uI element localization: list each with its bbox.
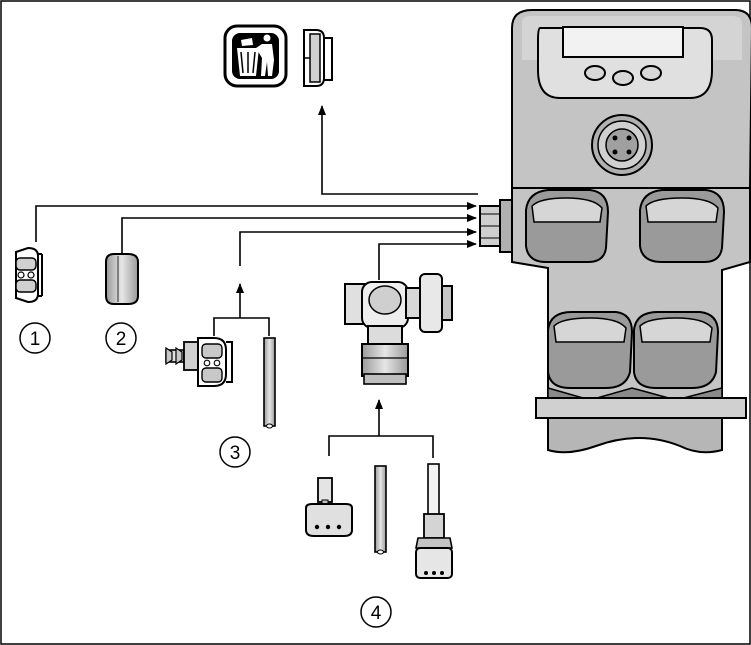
display-window bbox=[562, 26, 684, 58]
line-part-1 bbox=[35, 202, 477, 242]
part-4-screw-adapter bbox=[305, 477, 353, 537]
removed-cap-part bbox=[303, 29, 333, 87]
callout-3-label: 3 bbox=[230, 443, 241, 464]
trash-bin-disposal-icon bbox=[223, 24, 288, 88]
callout-2-label: 2 bbox=[116, 329, 127, 350]
button-left bbox=[584, 65, 606, 81]
cable-gland-lower-right bbox=[633, 311, 720, 389]
cable-gland-lower-left bbox=[547, 311, 634, 389]
line-part-2 bbox=[121, 214, 477, 254]
line-part-4 bbox=[378, 240, 477, 280]
bracket-group-4 bbox=[328, 435, 434, 458]
callout-1-label: 1 bbox=[30, 329, 41, 350]
pressure-sensor-device bbox=[479, 9, 751, 454]
part-4-rod bbox=[374, 465, 387, 555]
part-2-blind-cap bbox=[105, 253, 139, 305]
line-part-3 bbox=[239, 228, 477, 266]
callout-1: 1 bbox=[19, 322, 51, 354]
flange bbox=[535, 397, 747, 419]
callout-2: 2 bbox=[105, 322, 137, 354]
part-4-tee-adapter bbox=[344, 273, 453, 385]
button-right bbox=[640, 65, 662, 81]
cable-gland-upper-right bbox=[639, 189, 726, 263]
part-3-rod bbox=[263, 337, 276, 429]
part-3-hose-adapter bbox=[165, 337, 233, 387]
cable-gland-upper-left bbox=[525, 189, 610, 263]
callout-4-label: 4 bbox=[371, 603, 382, 624]
line-to-disposal bbox=[318, 105, 478, 195]
bracket-group-3 bbox=[213, 317, 270, 336]
part-1-plug bbox=[15, 246, 43, 304]
callout-3: 3 bbox=[219, 436, 251, 468]
connection-lines bbox=[35, 105, 478, 458]
part-4-cable-adapter bbox=[415, 463, 453, 579]
callout-4: 4 bbox=[360, 596, 392, 628]
device-side-port bbox=[479, 199, 513, 253]
m12-connector bbox=[591, 114, 653, 176]
button-middle bbox=[612, 70, 634, 86]
